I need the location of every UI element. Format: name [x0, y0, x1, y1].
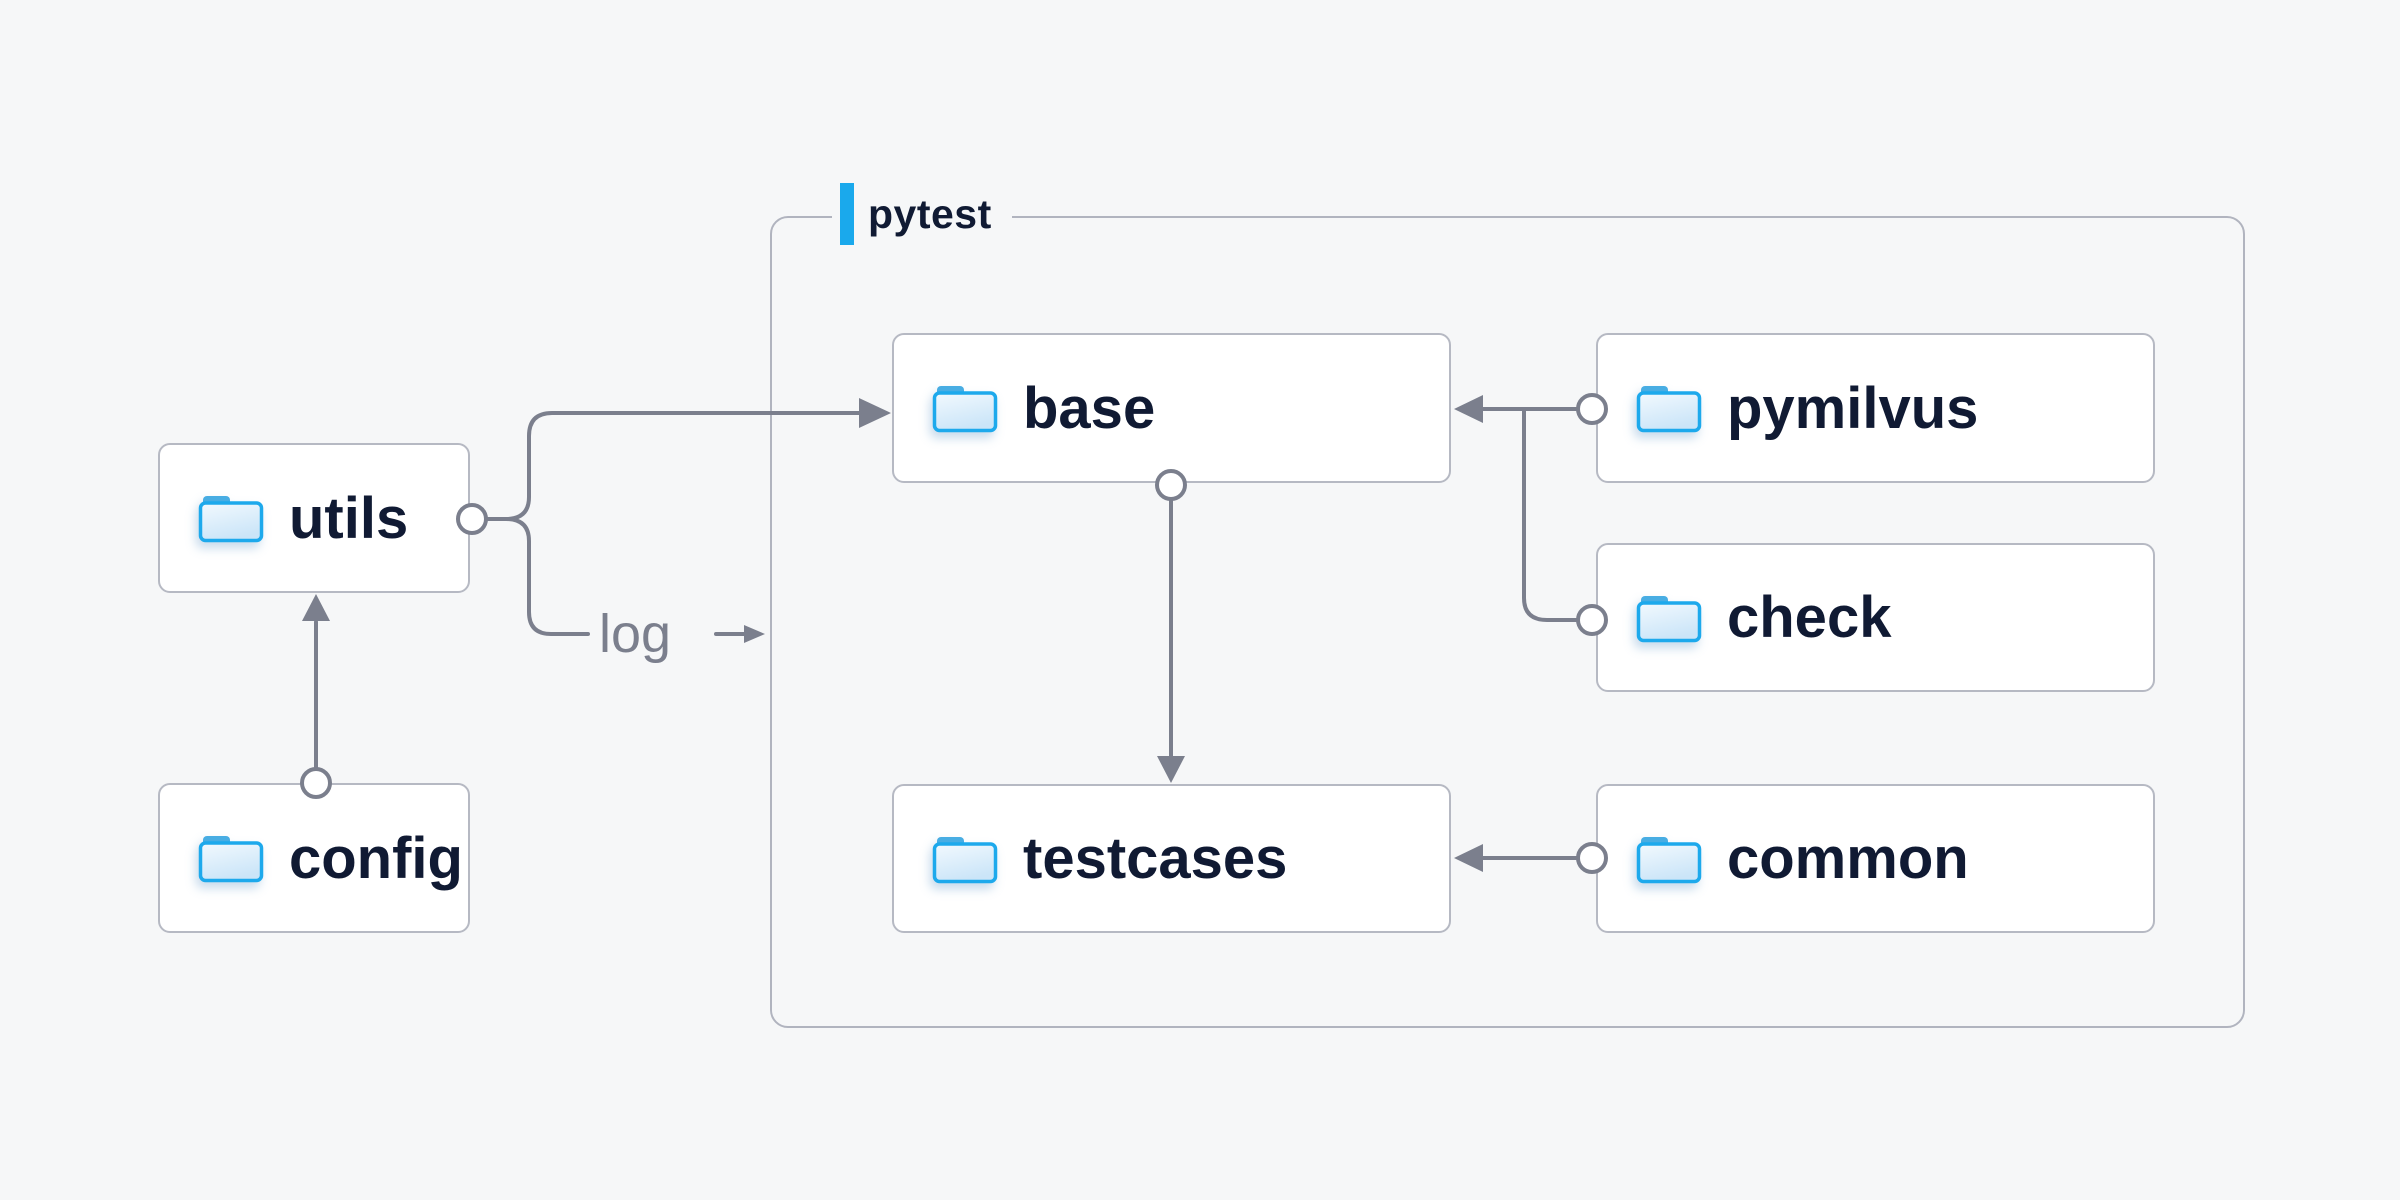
node-config: config	[158, 783, 470, 933]
folder-icon	[198, 496, 264, 543]
node-label: testcases	[1023, 826, 1288, 891]
node-base: base	[892, 333, 1451, 483]
node-label: check	[1727, 585, 1892, 650]
folder-icon	[1636, 595, 1702, 642]
folder-icon	[1636, 386, 1702, 433]
edge-label-log: log	[599, 604, 672, 664]
folder-icon	[932, 836, 998, 883]
node-utils: utils	[158, 443, 470, 593]
pytest-container	[770, 216, 2245, 1028]
container-title-label: pytest	[868, 190, 992, 237]
node-label: config	[289, 825, 463, 891]
edge-utils-log-line	[504, 517, 590, 636]
node-check: check	[1596, 543, 2155, 692]
node-pymilvus: pymilvus	[1596, 333, 2155, 483]
folder-icon	[1636, 836, 1702, 883]
node-testcases: testcases	[892, 784, 1451, 933]
node-label: pymilvus	[1727, 375, 1979, 441]
arrowhead-into-utils	[302, 594, 330, 621]
accent-bar	[840, 183, 854, 245]
node-label: base	[1023, 375, 1156, 441]
node-common: common	[1596, 784, 2155, 933]
node-label: utils	[289, 485, 409, 551]
node-label: common	[1727, 826, 1969, 891]
arrowhead-log	[744, 625, 765, 643]
pytest-container-title: pytest	[832, 183, 1012, 245]
folder-icon	[932, 386, 998, 433]
folder-icon	[198, 836, 264, 883]
